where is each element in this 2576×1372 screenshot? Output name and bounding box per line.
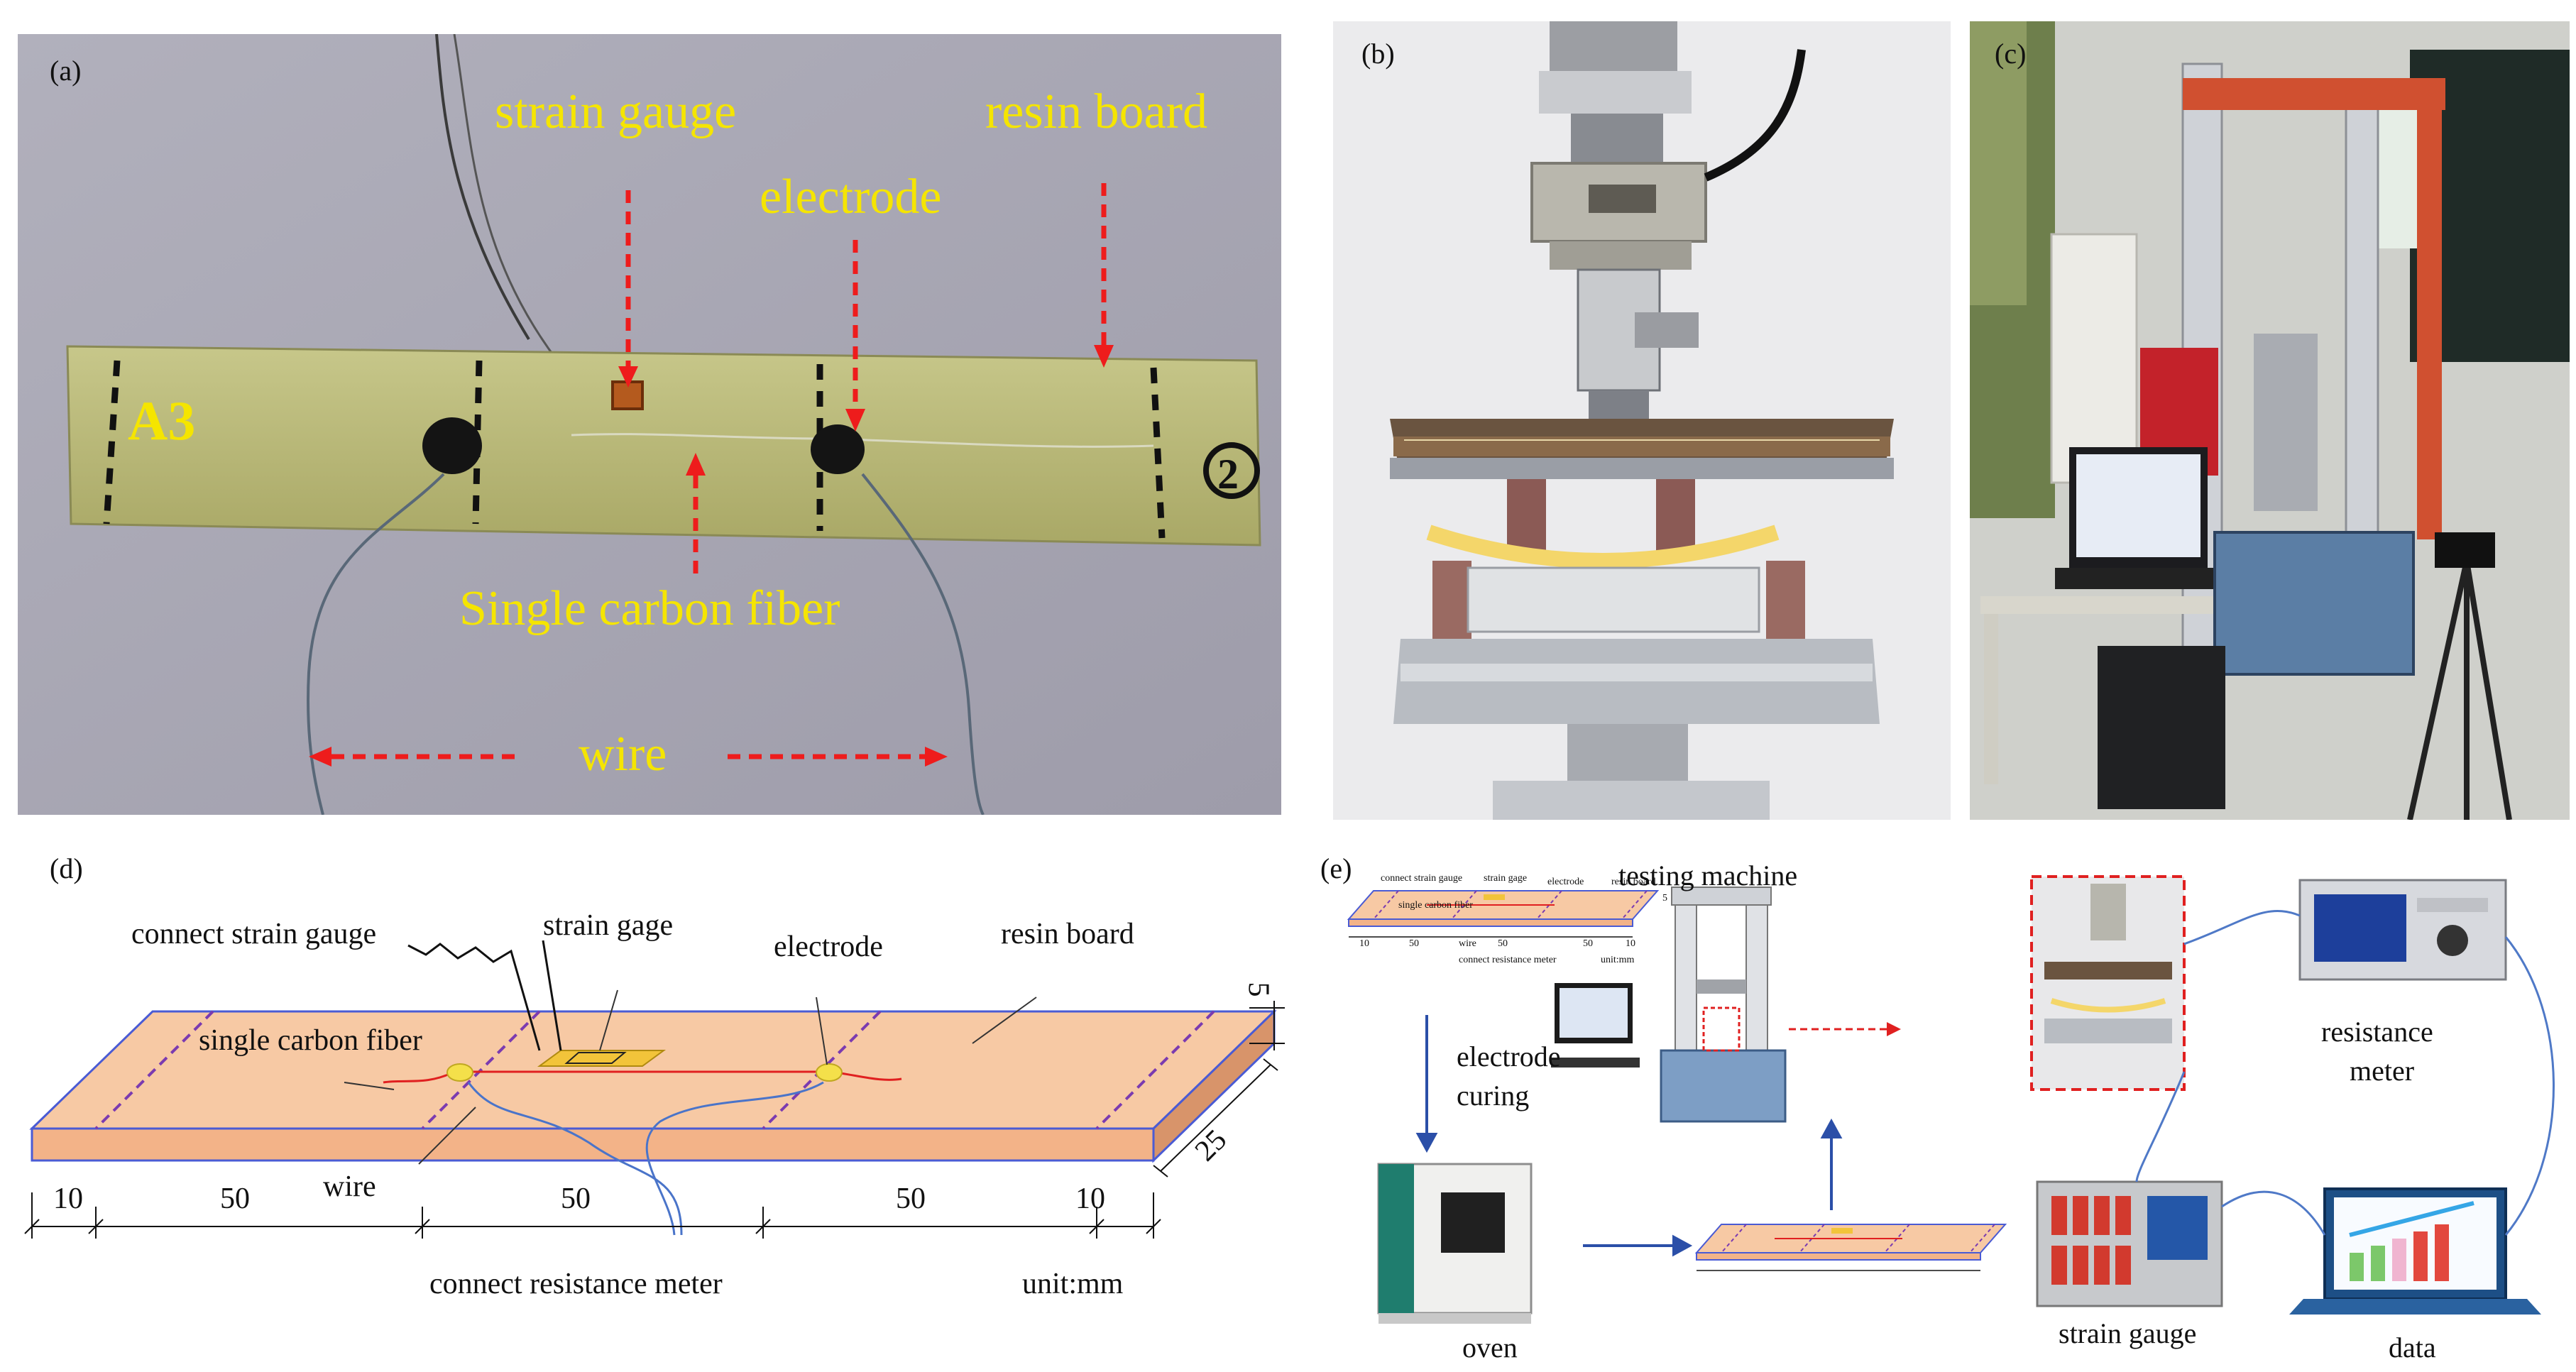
label-connect-resistance-meter: connect resistance meter	[429, 1268, 723, 1300]
panel-b-photo: (b)	[1333, 21, 1951, 820]
panel-e-label: (e)	[1320, 852, 1352, 884]
mini-dim-4: 50	[1583, 938, 1593, 949]
oven-illustration	[1377, 1163, 1533, 1324]
test-flow-diagram	[1347, 875, 2555, 1324]
svg-text:2: 2	[1217, 451, 1239, 498]
label-electrode: electrode	[760, 170, 942, 224]
label-single-carbon-fiber: Single carbon fiber	[459, 581, 840, 636]
panel-c-label: (c)	[1995, 38, 2027, 70]
label-electrode: electrode	[774, 931, 883, 963]
dim-10-right: 10	[1075, 1182, 1105, 1215]
mini-dim-1: 10	[1359, 938, 1369, 949]
mini-label-connect-resistance-meter: connect resistance meter	[1459, 955, 1557, 965]
mini-label-single-carbon-fiber: single carbon fiber	[1398, 900, 1473, 911]
strain-gauge-unit-illustration	[2036, 1180, 2223, 1307]
specimen-schematic	[24, 940, 1285, 1239]
panel-c-photo: (c)	[1970, 21, 2570, 820]
label-wire: wire	[323, 1170, 376, 1203]
dim-50-first: 50	[220, 1182, 250, 1215]
mini-label-resin-board: resin board	[1611, 877, 1656, 887]
label-single-carbon-fiber: single carbon fiber	[199, 1024, 422, 1057]
mini-board-bottom	[1694, 1224, 2007, 1271]
laptop-data-illustration	[2289, 1187, 2541, 1315]
panel-a-photo: 2 (a) A3 strain gauge resin board electr…	[18, 34, 1281, 815]
mini-label-strain-gage: strain gage	[1484, 873, 1528, 884]
label-strain-gauge: strain gauge	[495, 84, 737, 139]
mini-dim-3: 50	[1498, 938, 1508, 949]
label-connect-strain-gauge: connect strain gauge	[131, 918, 377, 950]
resistance-meter-illustration	[2298, 879, 2507, 981]
panel-d-label: (d)	[50, 852, 83, 884]
label-data: data	[2389, 1332, 2436, 1363]
mini-label-electrode: electrode	[1547, 877, 1584, 887]
mini-label-wire: wire	[1459, 938, 1476, 949]
dim-thickness: 5	[1242, 982, 1275, 997]
bending-fixture-illustration	[1333, 21, 1951, 820]
dim-50-third: 50	[896, 1182, 926, 1215]
label-resin-board: resin board	[1001, 918, 1134, 950]
label-wire: wire	[579, 727, 667, 781]
specimen-photo-illustration: 2	[18, 34, 1281, 815]
lab-setup-illustration	[1970, 21, 2570, 820]
panel-b-label: (b)	[1361, 38, 1395, 70]
panel-a-label: (a)	[50, 55, 82, 87]
dim-50-second: 50	[561, 1182, 591, 1215]
label-resin-board: resin board	[985, 84, 1207, 139]
label-testing-machine: testing machine	[1618, 860, 1798, 891]
label-strain-gauge: strain gauge	[2059, 1317, 2197, 1349]
label-strain-gage: strain gage	[543, 909, 674, 942]
label-resistance-meter-1: resistance	[2321, 1016, 2433, 1048]
label-electrode-curing-2: curing	[1457, 1080, 1530, 1112]
mini-dim-2: 50	[1409, 938, 1419, 949]
label-resistance-meter-2: meter	[2350, 1055, 2415, 1087]
specimen-id: A3	[128, 390, 196, 451]
mini-board-top	[1347, 890, 1660, 938]
mini-dim-thickness: 5	[1662, 893, 1667, 904]
testing-machine-illustration	[1551, 887, 1787, 1123]
mini-label-connect-strain-gauge: connect strain gauge	[1381, 873, 1463, 884]
panel-d-diagram: (d) connect strain gauge strain gage ele…	[0, 838, 1292, 1372]
label-unit: unit:mm	[1022, 1268, 1124, 1300]
mini-dim-5: 10	[1626, 938, 1635, 949]
label-electrode-curing-1: electrode	[1457, 1041, 1561, 1072]
label-oven: oven	[1462, 1332, 1518, 1363]
dim-10-left: 10	[53, 1182, 83, 1215]
panel-e-flow: (e) testing machine electrode curing ove…	[1320, 838, 2576, 1372]
mini-label-unit: unit:mm	[1601, 955, 1635, 965]
